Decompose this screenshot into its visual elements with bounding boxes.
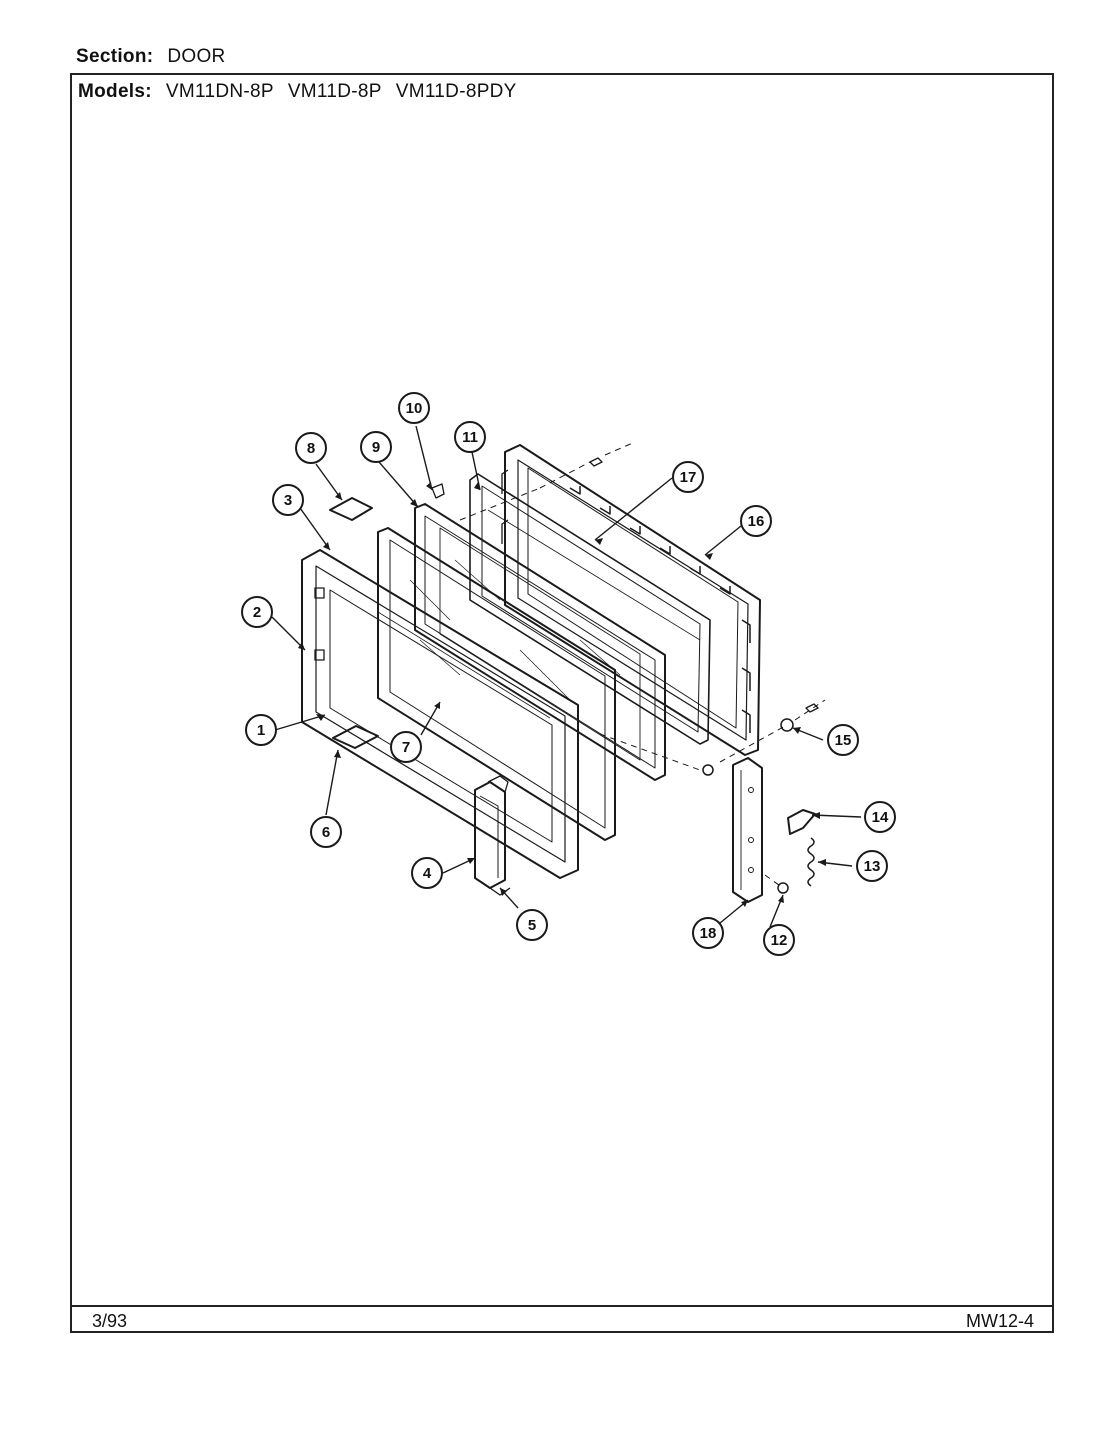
part-washer — [780, 718, 794, 732]
callout-5: 5 — [516, 909, 548, 941]
part-inner-panel — [469, 473, 711, 745]
callout-18: 18 — [692, 917, 724, 949]
svg-text:14: 14 — [872, 809, 889, 826]
svg-text:18: 18 — [700, 925, 717, 942]
part-rear-frame — [501, 444, 761, 756]
callout-16: 16 — [740, 505, 772, 537]
callout-3: 3 — [272, 484, 304, 516]
section-heading: Section: DOOR — [76, 46, 226, 68]
part-bottom-hinge — [332, 725, 379, 749]
models-heading: Models: VM11DN-8P VM11D-8P VM11D-8PDY — [78, 81, 517, 103]
part-window-glass — [377, 527, 616, 841]
part-washer-small — [702, 764, 714, 776]
callout-7: 7 — [390, 731, 422, 763]
callout-6: 6 — [310, 816, 342, 848]
part-pin — [777, 882, 789, 894]
part-glass-panel — [414, 503, 666, 781]
callout-17: 17 — [672, 461, 704, 493]
svg-text:5: 5 — [528, 917, 536, 934]
callout-14: 14 — [864, 801, 896, 833]
svg-text:7: 7 — [402, 739, 410, 756]
svg-text:15: 15 — [835, 732, 852, 749]
svg-text:8: 8 — [307, 440, 315, 457]
model-2: VM11D-8P — [287, 81, 382, 102]
part-clip — [431, 483, 445, 499]
models-label: Models: — [78, 81, 152, 102]
svg-text:10: 10 — [406, 400, 423, 417]
model-3: VM11D-8PDY — [395, 81, 517, 102]
svg-text:1: 1 — [257, 722, 265, 739]
section-value: DOOR — [167, 46, 226, 67]
part-screw-right — [805, 703, 819, 713]
part-spring — [807, 837, 815, 887]
model-1: VM11DN-8P — [165, 81, 274, 102]
part-latch — [787, 809, 816, 835]
footer-page-code: MW12-4 — [965, 1311, 1034, 1331]
callout-15: 15 — [827, 724, 859, 756]
section-label: Section: — [76, 46, 154, 67]
svg-text:4: 4 — [423, 865, 432, 882]
part-latch-bracket — [732, 757, 763, 903]
svg-text:2: 2 — [253, 604, 261, 621]
callout-11: 11 — [454, 421, 486, 453]
svg-text:17: 17 — [680, 469, 697, 486]
svg-text:12: 12 — [771, 932, 788, 949]
footer-divider — [72, 1305, 1052, 1307]
callout-9: 9 — [360, 431, 392, 463]
footer-date: 3/93 — [92, 1311, 128, 1331]
part-top-hinge — [329, 497, 373, 521]
svg-text:3: 3 — [284, 492, 292, 509]
svg-text:13: 13 — [864, 858, 881, 875]
svg-text:6: 6 — [322, 824, 330, 841]
callout-13: 13 — [856, 850, 888, 882]
svg-text:16: 16 — [748, 513, 765, 530]
part-handle — [474, 775, 511, 896]
callout-12: 12 — [763, 924, 795, 956]
part-screw-top — [589, 457, 603, 467]
callout-2: 2 — [241, 596, 273, 628]
callout-group: 1 2 3 4 5 6 7 8 9 10 11 12 13 14 15 16 1… — [241, 392, 896, 956]
alignment-lines — [459, 441, 826, 889]
callout-10: 10 — [398, 392, 430, 424]
callout-1: 1 — [245, 714, 277, 746]
callout-4: 4 — [411, 857, 443, 889]
leader-arrowheads — [298, 482, 826, 907]
callout-8: 8 — [295, 432, 327, 464]
svg-text:11: 11 — [462, 429, 478, 446]
svg-text:9: 9 — [372, 439, 380, 456]
